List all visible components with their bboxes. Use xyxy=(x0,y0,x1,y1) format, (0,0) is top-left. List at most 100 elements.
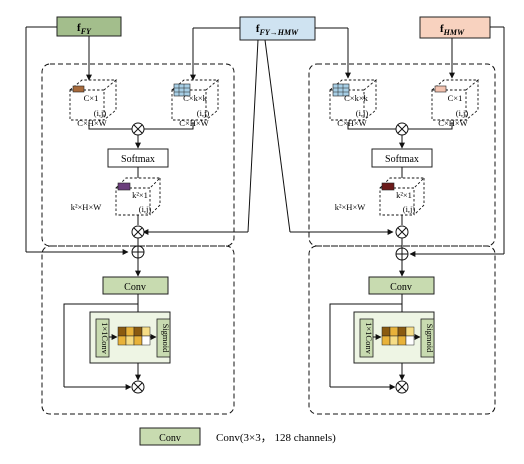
left-cube2-ij: (i,j) xyxy=(197,108,210,118)
right-cube3-side xyxy=(413,178,425,216)
right-grid-c3 xyxy=(397,326,407,337)
left-cube1-slice xyxy=(72,85,85,93)
left-add xyxy=(131,245,145,259)
right-cube2-front xyxy=(431,89,467,121)
right-cube1-to-mult xyxy=(347,122,396,130)
left-multiply-2 xyxy=(131,225,145,239)
right-grid-c2 xyxy=(389,326,399,337)
left-grid-c5 xyxy=(117,335,127,346)
left-cube3-front xyxy=(115,187,151,216)
left-inner-conv-box xyxy=(95,318,110,358)
left-cube1-side xyxy=(103,80,117,121)
left-multiply-2-cross xyxy=(133,227,143,237)
right-cube1-ij: (i,j) xyxy=(356,108,369,118)
left-cube1-front xyxy=(69,89,105,121)
right-inner-sigmoid-box xyxy=(420,318,435,358)
left-cube1-ij: (i,j) xyxy=(94,108,107,118)
left-grid-c1 xyxy=(117,326,127,337)
left-cube2-block xyxy=(173,83,191,97)
left-cube3-slice xyxy=(117,182,131,191)
right-cube2-side xyxy=(465,80,479,121)
left-feature-grid xyxy=(117,326,151,346)
right-multiply-3-cross xyxy=(397,382,407,392)
right-cube2-bottom-label: C×H×W xyxy=(438,118,467,128)
left-cube1-to-mult xyxy=(88,122,132,130)
left-cube1-top xyxy=(69,79,118,91)
right-conv-label: Conv xyxy=(390,282,412,293)
right-grid-c8 xyxy=(405,335,415,346)
left-cube2-front xyxy=(171,89,207,121)
left-multiply-1-cross xyxy=(133,124,143,134)
right-attention-region xyxy=(308,63,496,247)
legend: Conv Conv(3×3， 128 channels) xyxy=(139,427,336,446)
right-inner-sigmoid-label: Sigmoid xyxy=(425,324,435,354)
left-inner-sigmoid-label: Sigmoid xyxy=(161,324,171,354)
left-softmax-label: Softmax xyxy=(121,154,155,165)
right-inner-conv-label: 1×1Conv xyxy=(364,322,374,354)
right-cube3-top-label: k²×1 xyxy=(396,190,412,200)
left-add-plus xyxy=(132,246,144,258)
right-cube2-to-mult xyxy=(408,122,453,130)
right-multiply-1-cross xyxy=(397,124,407,134)
right-conv-bypass xyxy=(329,303,402,374)
right-cube2: C×1 (i,j) C×H×W xyxy=(431,79,480,128)
legend-conv-box xyxy=(139,427,201,446)
right-cube2-top-label: C×1 xyxy=(448,93,463,103)
right-multiply-1 xyxy=(395,122,409,136)
left-grid-c7 xyxy=(133,335,143,346)
left-cube1-bottom-label: C×H×W xyxy=(77,118,106,128)
right-cube1-block xyxy=(332,83,350,97)
left-cube3-top-label: k²×1 xyxy=(132,190,148,200)
left-branch: C×1 (i,j) C×H×W C×k×k (i,j) C×H×W Softma… xyxy=(25,26,259,415)
right-cube1-grid xyxy=(333,84,349,96)
left-attention-region xyxy=(41,63,235,247)
right-cube1-top xyxy=(329,79,378,91)
left-multiply-3-cross xyxy=(133,382,143,392)
right-softmax-label: Softmax xyxy=(385,154,419,165)
right-cube3-front xyxy=(379,187,415,216)
right-cube2-ij: (i,j) xyxy=(456,108,469,118)
f-hmw-node: fHMW xyxy=(419,16,491,39)
f-mid-label: fFY→HMW xyxy=(256,23,299,37)
mid-to-right-diag xyxy=(264,39,291,233)
right-cube3-side-label: k²×H×W xyxy=(335,202,366,212)
left-cube2-bottom-label: C×H×W xyxy=(179,118,208,128)
left-grid-c6 xyxy=(125,335,135,346)
left-cube1: C×1 (i,j) C×H×W xyxy=(69,79,118,128)
right-grid-c4 xyxy=(405,326,415,337)
right-multiply-2-cross xyxy=(397,227,407,237)
f-hmw-label: fHMW xyxy=(440,23,465,37)
left-cube2-top xyxy=(171,79,220,91)
right-grid-c7 xyxy=(397,335,407,346)
right-cube2-top xyxy=(431,79,480,91)
right-cube1-bottom-label: C×H×W xyxy=(337,118,366,128)
left-conv-box xyxy=(102,276,169,295)
right-feature-grid xyxy=(381,326,415,346)
left-cube1-top-label: C×1 xyxy=(84,93,99,103)
left-cube3-side-label: k²×H×W xyxy=(71,202,102,212)
left-conv-label: Conv xyxy=(124,282,146,293)
f-fy-node: fFY xyxy=(56,16,122,37)
right-cube3-top xyxy=(379,177,426,189)
right-cube3: k²×1 (i,j) k²×H×W xyxy=(335,177,426,216)
left-inner-sigmoid-box xyxy=(156,318,171,358)
right-cube1-top-label: C×k×k xyxy=(344,93,369,103)
left-multiply-3 xyxy=(131,380,145,394)
right-cube1-side xyxy=(363,80,377,121)
legend-description: Conv(3×3， 128 channels) xyxy=(216,432,336,444)
left-cube2-to-mult xyxy=(144,122,194,130)
right-cube3-ij: (i,j) xyxy=(403,204,416,214)
right-grid-c1 xyxy=(381,326,391,337)
left-cube2-side xyxy=(205,80,219,121)
right-multiply-3 xyxy=(395,380,409,394)
left-grid-c8 xyxy=(141,335,151,346)
left-grid-c3 xyxy=(133,326,143,337)
right-cube1: C×k×k (i,j) C×H×W xyxy=(329,79,378,128)
left-cube3: k²×1 (i,j) k²×H×W xyxy=(71,177,162,216)
right-add-plus xyxy=(396,248,408,260)
left-multiply-1 xyxy=(131,122,145,136)
left-cube2-top-label: C×k×k xyxy=(183,93,208,103)
left-grid-c2 xyxy=(125,326,135,337)
